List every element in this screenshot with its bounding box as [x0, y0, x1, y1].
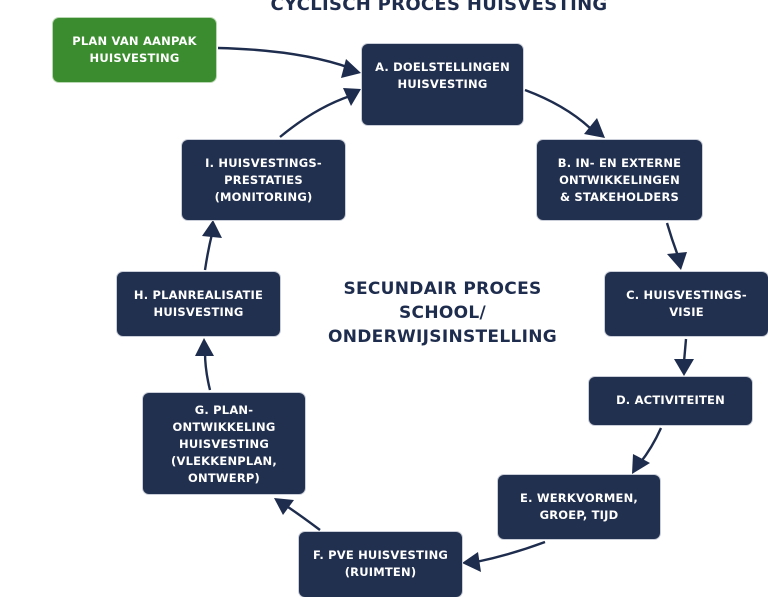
node-line: G. PLAN- — [194, 403, 254, 417]
node-f-pve-huisvesting: F. PVE HUISVESTING (RUIMTEN) — [299, 532, 462, 597]
arrow-d-to-e — [639, 427, 663, 464]
node-line: ONTWIKKELING — [172, 420, 276, 434]
node-line: B. IN- EN EXTERNE — [557, 156, 682, 170]
arrow-h-to-i — [203, 233, 214, 271]
node-line: ONTWERP) — [188, 471, 260, 485]
arrowhead-b-to-c — [667, 252, 687, 270]
node-line: HUISVESTING — [153, 305, 244, 319]
arrow-a-to-b — [524, 88, 591, 129]
node-line: VISIE — [669, 305, 704, 319]
node-e-werkvormen: E. WERKVORMEN, GROEP, TIJD — [498, 475, 660, 539]
arrowhead-g-to-h — [195, 338, 214, 356]
node-d-activiteiten: D. ACTIVITEITEN — [589, 377, 752, 425]
node-g-planontwikkeling: G. PLAN- ONTWIKKELING HUISVESTING (VLEKK… — [143, 393, 305, 494]
arrowhead-d-to-e — [632, 454, 650, 474]
arrow-b-to-c — [665, 222, 680, 257]
arrow-e-to-f — [475, 540, 546, 564]
arrow-g-to-h — [203, 351, 212, 391]
arrowhead-h-to-i — [202, 220, 222, 238]
center-label-line: ONDERWIJSINSTELLING — [327, 327, 558, 347]
node-line: I. HUISVESTINGS- — [205, 156, 322, 170]
diagram-title: CYCLISCH PROCES HUISVESTING — [270, 0, 608, 15]
node-line: HUISVESTING — [89, 51, 180, 65]
node-c-huisvestingsvisie: C. HUISVESTINGS- VISIE — [605, 272, 768, 336]
node-line: GROEP, TIJD — [539, 508, 619, 522]
node-line: HUISVESTING — [179, 437, 269, 451]
node-line: C. HUISVESTINGS- — [626, 288, 747, 302]
arrowhead-e-to-f — [462, 552, 481, 572]
center-label-line: SCHOOL/ — [399, 303, 486, 323]
node-plan-van-aanpak: PLAN VAN AANPAK HUISVESTING — [53, 18, 216, 82]
node-line: HUISVESTING — [397, 77, 488, 91]
arrowhead-c-to-d — [674, 359, 694, 376]
node-a-doelstellingen: A. DOELSTELLINGEN HUISVESTING — [362, 44, 523, 125]
node-line: & STAKEHOLDERS — [559, 190, 679, 204]
center-label: SECUNDAIR PROCES SCHOOL/ ONDERWIJSINSTEL… — [300, 277, 585, 349]
node-line: (RUIMTEN) — [344, 565, 417, 579]
node-i-huisvestingsprestaties: I. HUISVESTINGS- PRESTATIES (MONITORING) — [182, 140, 345, 220]
arrow-i-to-a — [279, 94, 351, 138]
center-label-line: SECUNDAIR PROCES — [343, 279, 542, 299]
node-line: H. PLANREALISATIE — [133, 288, 264, 302]
node-line: A. DOELSTELLINGEN — [375, 60, 510, 74]
arrowhead-plan-to-a — [341, 59, 361, 78]
arrow-plan-to-a — [217, 46, 351, 70]
node-h-planrealisatie: H. PLANREALISATIE HUISVESTING — [117, 272, 280, 336]
node-line: E. WERKVORMEN, — [520, 491, 638, 505]
arrowhead-a-to-b — [584, 118, 605, 138]
arrow-c-to-d — [682, 338, 688, 363]
arrowhead-f-to-g — [274, 498, 294, 515]
node-line: (VLEKKENPLAN, — [171, 454, 277, 468]
arrow-f-to-g — [284, 504, 321, 531]
node-line: D. ACTIVITEITEN — [616, 393, 725, 407]
node-line: ONTWIKKELINGEN — [559, 173, 680, 187]
node-line: PRESTATIES — [224, 173, 303, 187]
arrowhead-i-to-a — [343, 88, 361, 106]
node-line: PLAN VAN AANPAK — [72, 34, 197, 48]
node-b-ontwikkelingen: B. IN- EN EXTERNE ONTWIKKELINGEN & STAKE… — [537, 140, 702, 220]
node-line: (MONITORING) — [214, 190, 313, 204]
node-line: F. PVE HUISVESTING — [312, 548, 449, 562]
